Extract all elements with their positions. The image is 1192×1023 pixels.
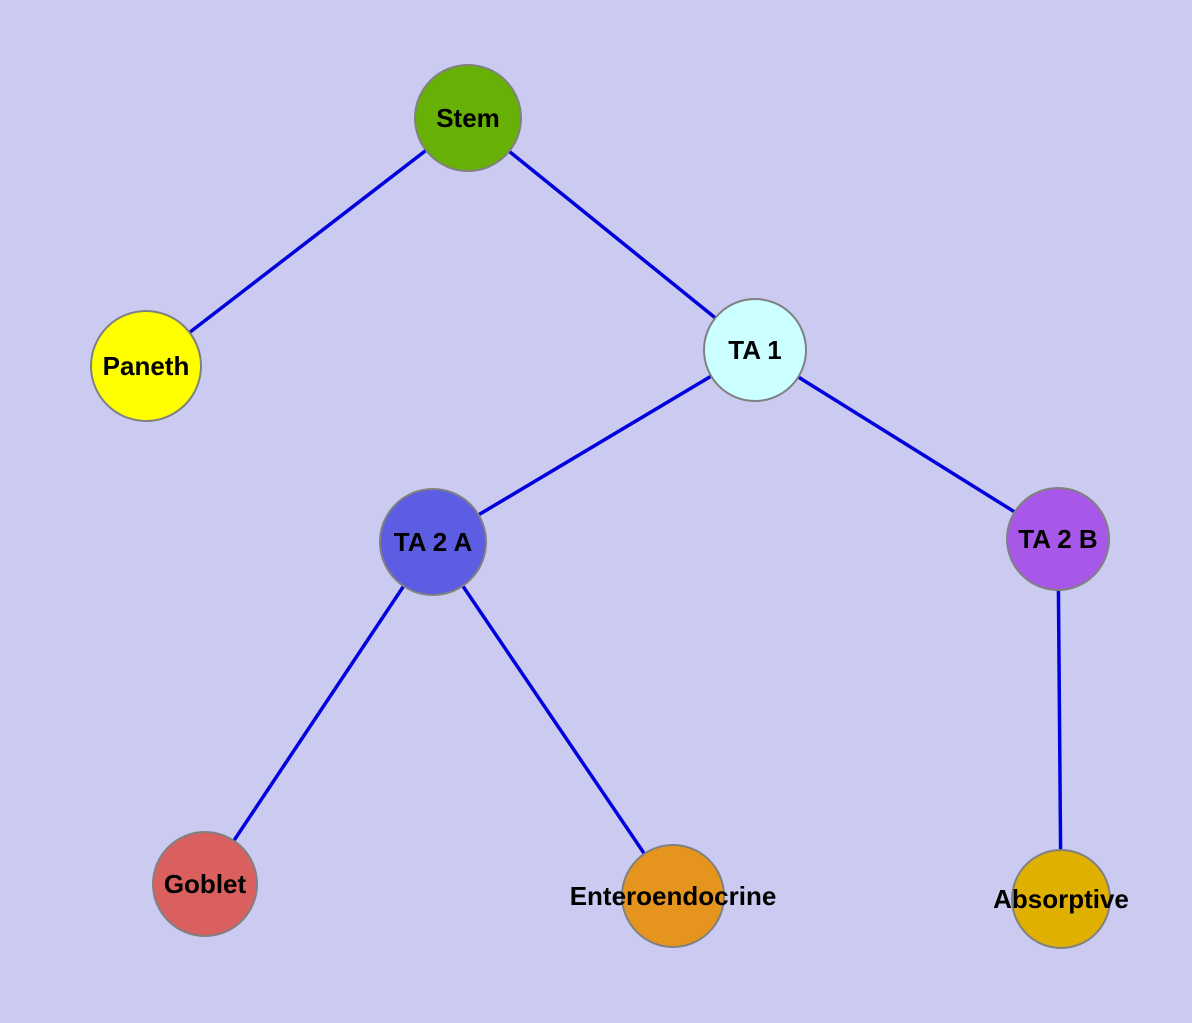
edge-stem-ta1[interactable]: [466, 116, 757, 352]
node-absorptive[interactable]: Absorptive: [993, 849, 1129, 949]
node-circle-enteroendocrine[interactable]: [621, 844, 725, 948]
node-ta2b[interactable]: TA 2 B: [1006, 487, 1110, 591]
edge-ta2a-goblet[interactable]: [203, 541, 435, 885]
edge-ta2a-enteroendocrine[interactable]: [431, 541, 675, 897]
node-circle-stem[interactable]: [414, 64, 522, 172]
node-goblet[interactable]: Goblet: [152, 831, 258, 937]
node-circle-ta2a[interactable]: [379, 488, 487, 596]
edge-ta2b-absorptive[interactable]: [1056, 538, 1063, 900]
node-paneth[interactable]: Paneth: [90, 310, 202, 422]
edge-stem-paneth[interactable]: [144, 116, 470, 368]
node-circle-absorptive[interactable]: [1011, 849, 1111, 949]
node-circle-goblet[interactable]: [152, 831, 258, 937]
edge-ta1-ta2a[interactable]: [432, 348, 756, 544]
node-circle-ta1[interactable]: [703, 298, 807, 402]
node-enteroendocrine[interactable]: Enteroendocrine: [570, 844, 777, 948]
node-ta1[interactable]: TA 1: [703, 298, 807, 402]
node-circle-paneth[interactable]: [90, 310, 202, 422]
node-circle-ta2b[interactable]: [1006, 487, 1110, 591]
node-ta2a[interactable]: TA 2 A: [379, 488, 487, 596]
edge-ta1-ta2b[interactable]: [754, 348, 1059, 541]
node-stem[interactable]: Stem: [414, 64, 522, 172]
